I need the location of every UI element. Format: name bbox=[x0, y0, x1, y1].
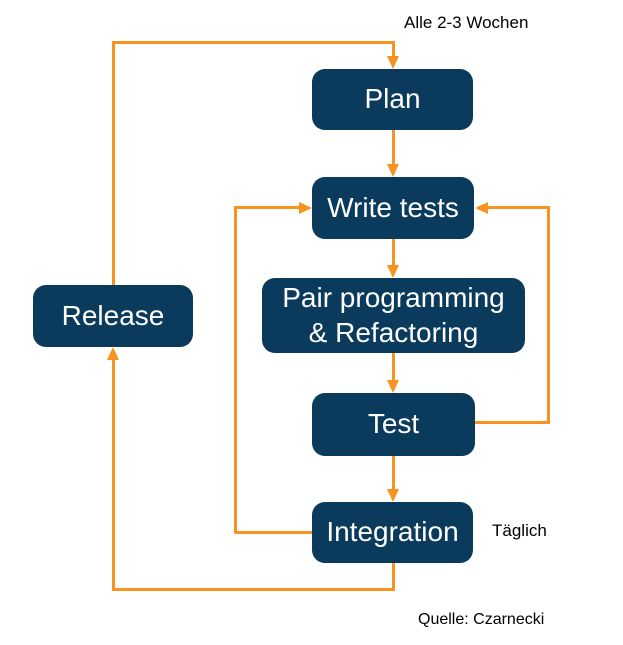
arrowhead-down-icon bbox=[387, 56, 399, 69]
arrowhead-up-icon bbox=[107, 347, 119, 360]
line-segment bbox=[475, 421, 550, 424]
node-plan-label: Plan bbox=[364, 83, 421, 115]
arrowhead-down-icon bbox=[387, 380, 399, 393]
arrowhead-left-icon bbox=[475, 201, 488, 214]
daily-annotation: Täglich bbox=[492, 521, 547, 540]
line-segment bbox=[391, 563, 395, 590]
line-segment bbox=[391, 456, 395, 490]
node-test-label: Test bbox=[367, 408, 420, 440]
line-segment bbox=[235, 530, 312, 534]
arrowhead-right-icon bbox=[299, 201, 312, 214]
node-release-label: Release bbox=[61, 299, 165, 331]
line-segment bbox=[487, 206, 550, 209]
arrowhead-down-icon bbox=[387, 489, 399, 502]
line-segment bbox=[111, 587, 395, 591]
line-segment bbox=[111, 40, 395, 44]
node-pair-programming-refactoring-label: Pair programming & Refactoring bbox=[282, 282, 505, 348]
line-segment bbox=[391, 353, 395, 381]
node-write-tests-label: Write tests bbox=[327, 191, 459, 223]
cycle-duration-annotation: Alle 2-3 Wochen bbox=[404, 13, 529, 32]
source-annotation: Quelle: Czarnecki bbox=[418, 611, 545, 628]
node-release: Release bbox=[33, 285, 193, 347]
line-segment bbox=[233, 206, 300, 209]
arrowhead-down-icon bbox=[387, 164, 399, 177]
line-segment bbox=[547, 206, 550, 424]
arrowhead-down-icon bbox=[387, 265, 399, 278]
node-pair-programming-refactoring: Pair programming & Refactoring bbox=[262, 278, 525, 353]
node-integration-label: Integration bbox=[326, 516, 459, 548]
node-test: Test bbox=[312, 393, 475, 456]
line-segment bbox=[111, 42, 115, 285]
node-plan: Plan bbox=[312, 69, 473, 130]
line-segment bbox=[391, 130, 395, 165]
line-segment bbox=[111, 358, 115, 590]
node-write-tests: Write tests bbox=[312, 177, 474, 239]
line-segment bbox=[391, 40, 395, 58]
node-integration: Integration bbox=[312, 502, 473, 563]
line-segment bbox=[233, 206, 237, 533]
line-segment bbox=[391, 239, 395, 266]
